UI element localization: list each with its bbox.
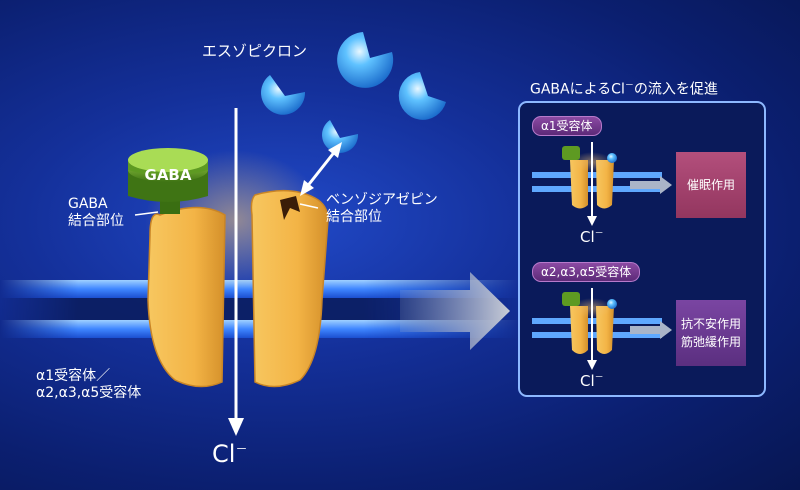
gaba-site-leader [134,211,159,216]
panel-bottom-ion: Cl－ [580,370,604,390]
panel-title-charge: － [624,81,634,91]
chloride-ion-label: Cl－ [212,440,247,468]
chloride-flow-arrow [228,108,244,436]
mini-receptor-alpha1 [532,142,672,226]
gaba-site-label: GABA 結合部位 [68,196,124,230]
panel-title: GABAによるCl－の流入を促進 [530,78,718,99]
binding-arrow [300,142,342,196]
benzo-site-line2: 結合部位 [326,209,382,225]
benzo-site-label: ベンゾジアゼピン 結合部位 [326,192,438,226]
badge-alpha1: α1受容体 [532,116,602,136]
receptor-label-line1: α1受容体／ [36,368,111,384]
panel-title-post: の流入を促進 [633,81,718,98]
receptor-right-subunit [250,189,329,388]
effect-anxiolytic-line1: 抗不安作用 [680,317,741,331]
effect-box-anxiolytic [676,300,746,366]
effect-hypnotic-text: 催眠作用 [686,178,735,192]
effect-anxiolytic-text: 抗不安作用 筋弛緩作用 [676,300,746,366]
receptor-left-subunit [147,206,226,388]
panel-top-ion-charge: － [594,229,604,239]
eszopiclone-molecules [261,32,446,153]
benzo-site-leader [299,203,319,209]
panel-top-ion-text: Cl [580,228,595,246]
chloride-text: Cl [212,440,236,468]
gaba-site-line2: 結合部位 [68,213,124,229]
benzo-site-line1: ベンゾジアゼピン [326,192,438,208]
panel-bottom-ion-charge: － [594,373,604,383]
chloride-charge: － [235,442,248,456]
effect-muscle-relaxant-line2: 筋弛緩作用 [680,335,741,349]
receptor-label-line2: α2,α3,α5受容体 [36,385,142,401]
panel-bottom-ion-text: Cl [580,372,595,390]
badge-alpha235: α2,α3,α5受容体 [532,262,641,282]
panel-title-pre: GABAによるCl [530,81,625,98]
benzodiazepine-pocket [280,196,300,220]
effect-box-hypnotic [676,152,746,218]
drug-label: エスゾピクロン [202,42,308,60]
panel-top-ion: Cl－ [580,226,604,246]
gaba-molecule [128,148,208,214]
transition-arrow [400,272,510,350]
gaba-site-line1: GABA [68,196,108,212]
receptor-label: α1受容体／ α2,α3,α5受容体 [36,368,141,402]
mini-receptor-alpha235 [532,288,672,370]
gaba-cap-label: GABA [144,166,192,184]
